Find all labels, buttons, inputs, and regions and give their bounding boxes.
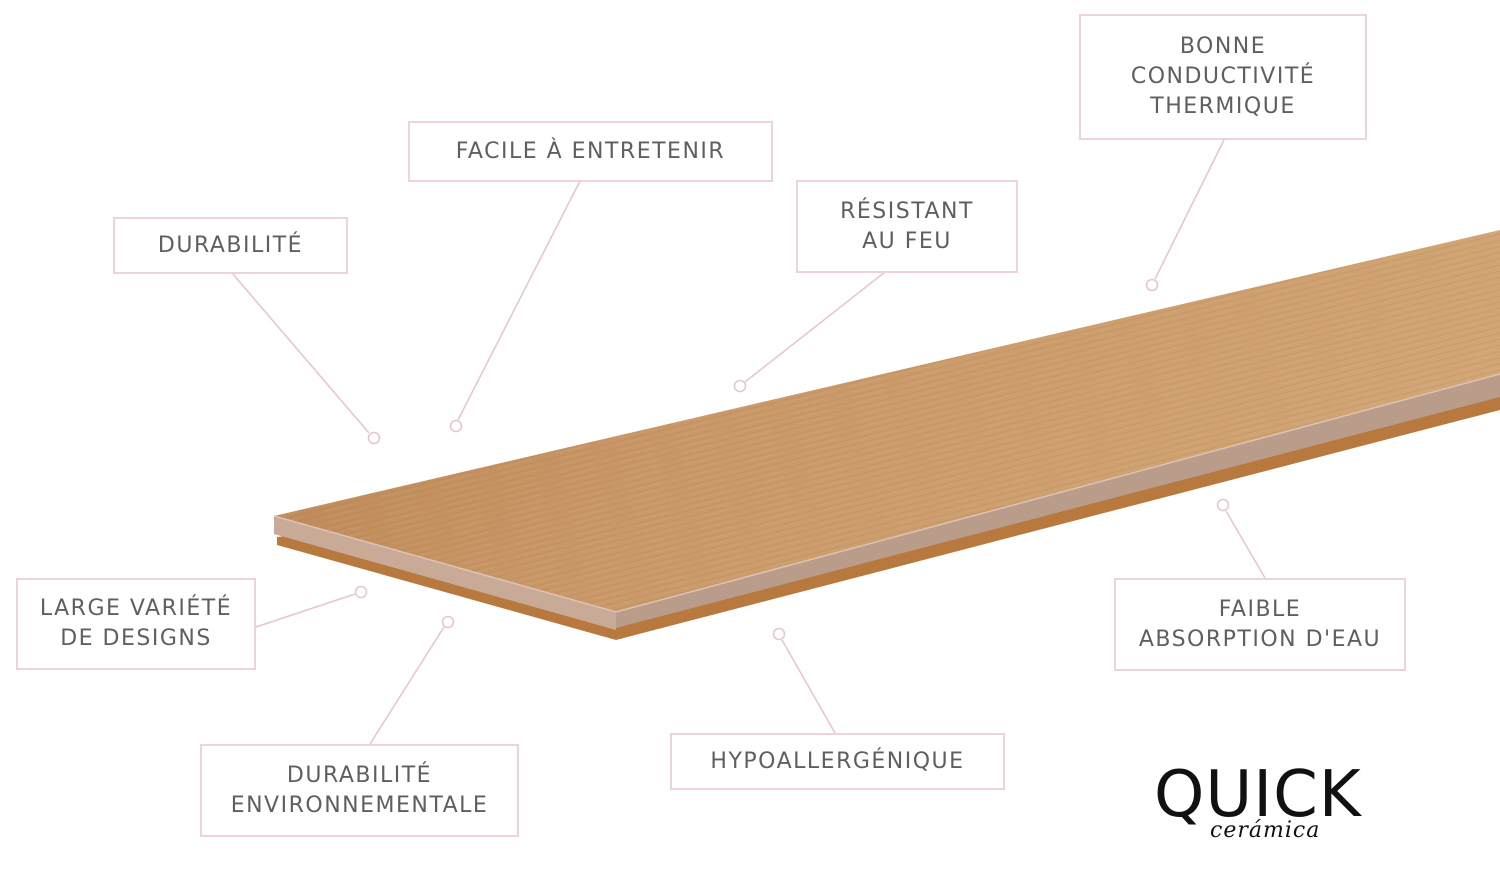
connector-resistant bbox=[744, 271, 886, 383]
connector-absorption bbox=[1225, 510, 1266, 579]
connector-conductivite bbox=[1154, 139, 1225, 280]
feature-variete-line-2: DE DESIGNS bbox=[60, 626, 212, 651]
connector-dot-facile bbox=[449, 419, 463, 433]
feature-durabilite-line-1: DURABILITÉ bbox=[157, 232, 304, 258]
feature-durabilite-environnementale: DURABILITÉ ENVIRONNEMENTALE bbox=[200, 744, 519, 837]
feature-resistant-line-2: AU FEU bbox=[862, 228, 952, 254]
logo-brand-text: QUICK bbox=[1154, 758, 1362, 832]
feature-conductivite-line-1: BONNE bbox=[1179, 34, 1267, 59]
feature-hypo-line-1: HYPOALLERGÉNIQUE bbox=[710, 748, 965, 774]
connector-durabilite bbox=[231, 272, 370, 434]
feature-variete-line-1: LARGE VARIÉTÉ bbox=[39, 596, 233, 621]
connector-dot-conductivite bbox=[1145, 278, 1159, 292]
feature-absorption-line-1: FAIBLE bbox=[1218, 596, 1302, 622]
logo-subtitle-text: cerámica bbox=[1210, 818, 1321, 843]
connector-dot-resistant bbox=[733, 379, 747, 393]
feature-durabilite: DURABILITÉ bbox=[113, 217, 348, 274]
feature-facile-line-1: FACILE À ENTRETENIR bbox=[455, 138, 726, 164]
feature-resistant-line-1: RÉSISTANT bbox=[840, 198, 974, 224]
connector-environnement bbox=[369, 626, 445, 745]
connector-dot-environnement bbox=[441, 615, 455, 629]
connector-facile bbox=[457, 180, 581, 421]
connector-dot-absorption bbox=[1216, 498, 1230, 512]
connector-variete bbox=[255, 593, 356, 628]
feature-resistant-au-feu: RÉSISTANT AU FEU bbox=[796, 180, 1018, 273]
connector-dot-durabilite bbox=[367, 431, 381, 445]
quick-ceramica-logo: QUICK cerámica bbox=[1150, 760, 1380, 850]
feature-faible-absorption: FAIBLE ABSORPTION D'EAU bbox=[1114, 578, 1406, 671]
connector-dot-variete bbox=[354, 585, 368, 599]
feature-conductivite-thermique: BONNE CONDUCTIVITÉ THERMIQUE bbox=[1079, 14, 1367, 140]
feature-large-variete: LARGE VARIÉTÉ DE DESIGNS bbox=[16, 578, 256, 670]
feature-hypoallergenique: HYPOALLERGÉNIQUE bbox=[670, 733, 1005, 790]
connector-dot-hypo bbox=[772, 627, 786, 641]
feature-environnement-line-1: DURABILITÉ bbox=[286, 762, 433, 788]
feature-facile-a-entretenir: FACILE À ENTRETENIR bbox=[408, 121, 773, 182]
feature-absorption-line-2: ABSORPTION D'EAU bbox=[1138, 626, 1382, 652]
connector-hypo bbox=[781, 639, 836, 734]
feature-environnement-line-2: ENVIRONNEMENTALE bbox=[230, 792, 489, 818]
feature-conductivite-line-2: CONDUCTIVITÉ bbox=[1130, 64, 1316, 89]
plank-front-edge bbox=[274, 516, 616, 630]
feature-conductivite-line-3: THERMIQUE bbox=[1150, 94, 1296, 119]
